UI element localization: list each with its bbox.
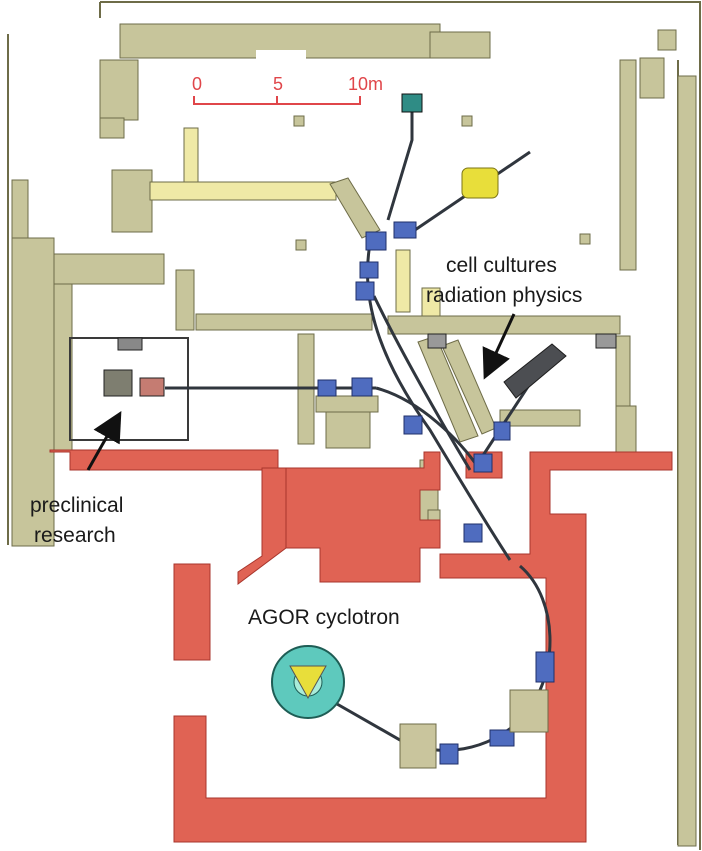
inner-walls — [175, 269, 637, 525]
cyclotron-shielding — [49, 449, 673, 843]
label-research: research — [34, 524, 116, 547]
label-agor-cyclotron: AGOR cyclotron — [248, 606, 400, 629]
gantry — [503, 343, 567, 399]
magnet — [439, 743, 459, 765]
scale-label: 10m — [348, 74, 383, 94]
magnet — [473, 453, 493, 473]
magnets — [317, 221, 555, 765]
scale-bar — [193, 96, 361, 105]
label-preclinical: preclinical — [30, 494, 124, 517]
magnet — [355, 281, 375, 301]
left-wall — [11, 169, 165, 547]
magnet — [493, 421, 511, 441]
magnet — [393, 221, 417, 239]
tan-device — [509, 689, 549, 733]
magnet — [317, 379, 337, 397]
scale-labels: 0 5 10m — [192, 74, 383, 94]
scale-label: 0 — [192, 74, 202, 94]
label-radiation-physics: radiation physics — [426, 284, 583, 307]
magnet — [463, 523, 483, 543]
magnet — [535, 651, 555, 683]
magnet — [403, 415, 423, 435]
magnet — [365, 231, 387, 251]
label-arrows — [86, 313, 516, 471]
top-wall — [99, 23, 697, 847]
preclinical-room — [69, 333, 617, 441]
label-cell-cultures: cell cultures — [446, 254, 557, 277]
scale-label: 5 — [273, 74, 283, 94]
magnet — [359, 261, 379, 279]
agor-cyclotron — [271, 645, 345, 719]
detector — [401, 93, 423, 113]
tan-device — [399, 723, 437, 769]
pillars — [293, 115, 591, 251]
devices — [399, 93, 567, 769]
yellow-device — [461, 167, 499, 199]
light-walls — [149, 127, 441, 319]
magnet — [489, 729, 515, 747]
magnet — [351, 377, 373, 397]
